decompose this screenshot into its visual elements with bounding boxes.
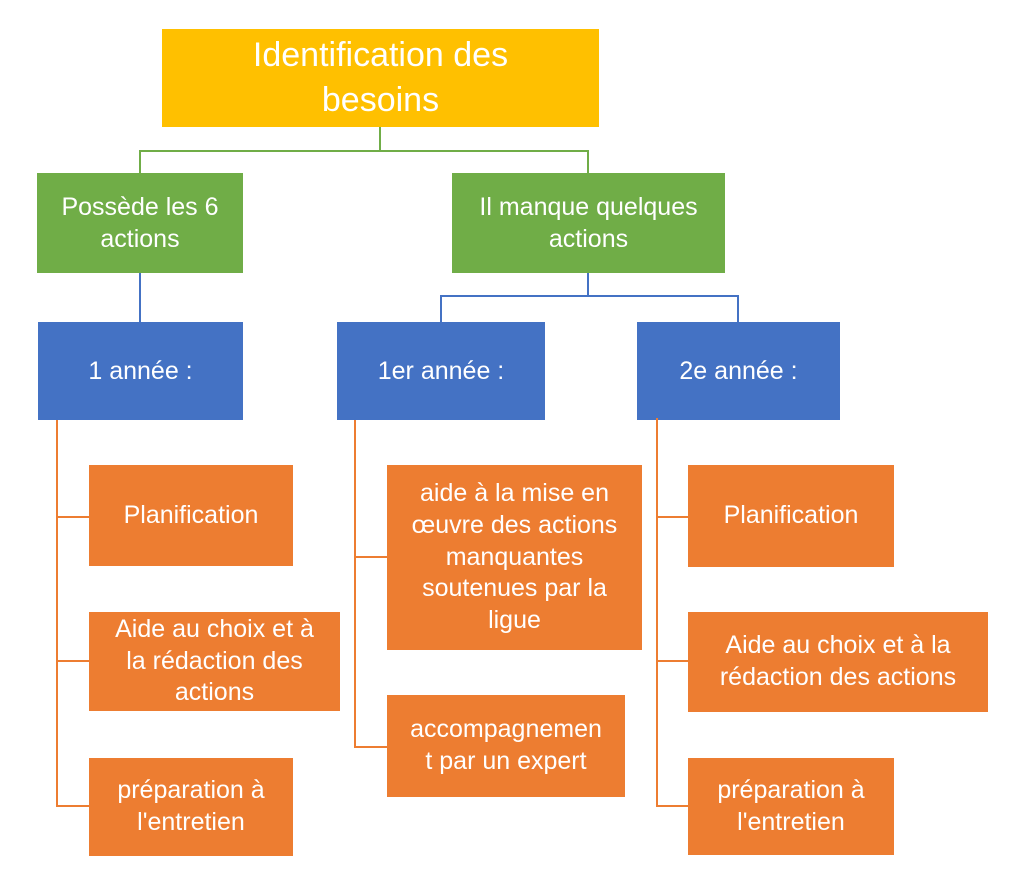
connector-root-stem [379, 127, 381, 152]
item-node-col3-aide-choix-label: Aide au choix et à la rédaction des acti… [719, 631, 957, 691]
branch-node-possede: Possède les 6 actions [37, 173, 243, 273]
item-node-col1-planification-label: Planification [123, 500, 259, 529]
connector-col3-stub-2 [656, 660, 688, 662]
connector-col3-stub-3 [656, 805, 688, 807]
branch-node-manque: Il manque quelques actions [452, 173, 725, 273]
year-node-1er-annee: 1er année : [337, 322, 545, 420]
item-node-col2-accompagnement: accompagnemen t par un expert [387, 695, 625, 797]
root-node: Identification des besoins [162, 29, 599, 127]
item-node-col3-aide-choix: Aide au choix et à la rédaction des acti… [688, 612, 988, 712]
branch-node-manque-label: Il manque quelques actions [479, 192, 698, 254]
item-node-col1-aide-choix: Aide au choix et à la rédaction des acti… [89, 612, 340, 711]
connector-col3-spine [656, 418, 658, 807]
item-node-col1-planification: Planification [89, 465, 293, 566]
item-node-col3-preparation-label: préparation à l'entretien [717, 775, 865, 836]
connector-branch1-stem [139, 273, 141, 322]
item-node-col1-preparation-label: préparation à l'entretien [117, 776, 265, 836]
connector-col1-stub-3 [56, 805, 89, 807]
connector-root-drop-right [587, 150, 589, 173]
item-node-col3-planification: Planification [688, 465, 894, 567]
connector-root-drop-left [139, 150, 141, 173]
item-node-col3-planification-label: Planification [723, 501, 859, 530]
connector-col3-stub-1 [656, 516, 688, 518]
year-node-2e-annee: 2e année : [637, 322, 840, 420]
item-node-col3-preparation: préparation à l'entretien [688, 758, 894, 855]
connector-col2-stub-2 [354, 746, 387, 748]
item-node-col2-aide-mise-en-oeuvre-label: aide à la mise en œuvre des actions manq… [411, 479, 618, 635]
year-node-1-annee: 1 année : [38, 322, 243, 420]
connector-branch2-drop-left [440, 295, 442, 322]
connector-col1-stub-2 [56, 660, 89, 662]
root-node-label: Identification des besoins [252, 36, 509, 119]
connector-root-crossbar [139, 150, 589, 152]
item-node-col1-aide-choix-label: Aide au choix et à la rédaction des acti… [115, 614, 314, 707]
connector-col2-spine [354, 420, 356, 748]
item-node-col1-preparation: préparation à l'entretien [89, 758, 293, 856]
connector-branch2-stem [587, 273, 589, 297]
connector-col1-spine [56, 420, 58, 807]
year-node-2e-annee-label: 2e année : [679, 356, 798, 385]
connector-col2-stub-1 [354, 556, 387, 558]
connector-branch2-drop-right [737, 295, 739, 322]
connector-col1-stub-1 [56, 516, 89, 518]
branch-node-possede-label: Possède les 6 actions [61, 192, 219, 254]
connector-branch2-crossbar [440, 295, 739, 297]
item-node-col2-aide-mise-en-oeuvre: aide à la mise en œuvre des actions manq… [387, 465, 642, 650]
year-node-1-annee-label: 1 année : [88, 356, 193, 385]
year-node-1er-annee-label: 1er année : [377, 356, 505, 385]
item-node-col2-accompagnement-label: accompagnemen t par un expert [410, 715, 602, 775]
